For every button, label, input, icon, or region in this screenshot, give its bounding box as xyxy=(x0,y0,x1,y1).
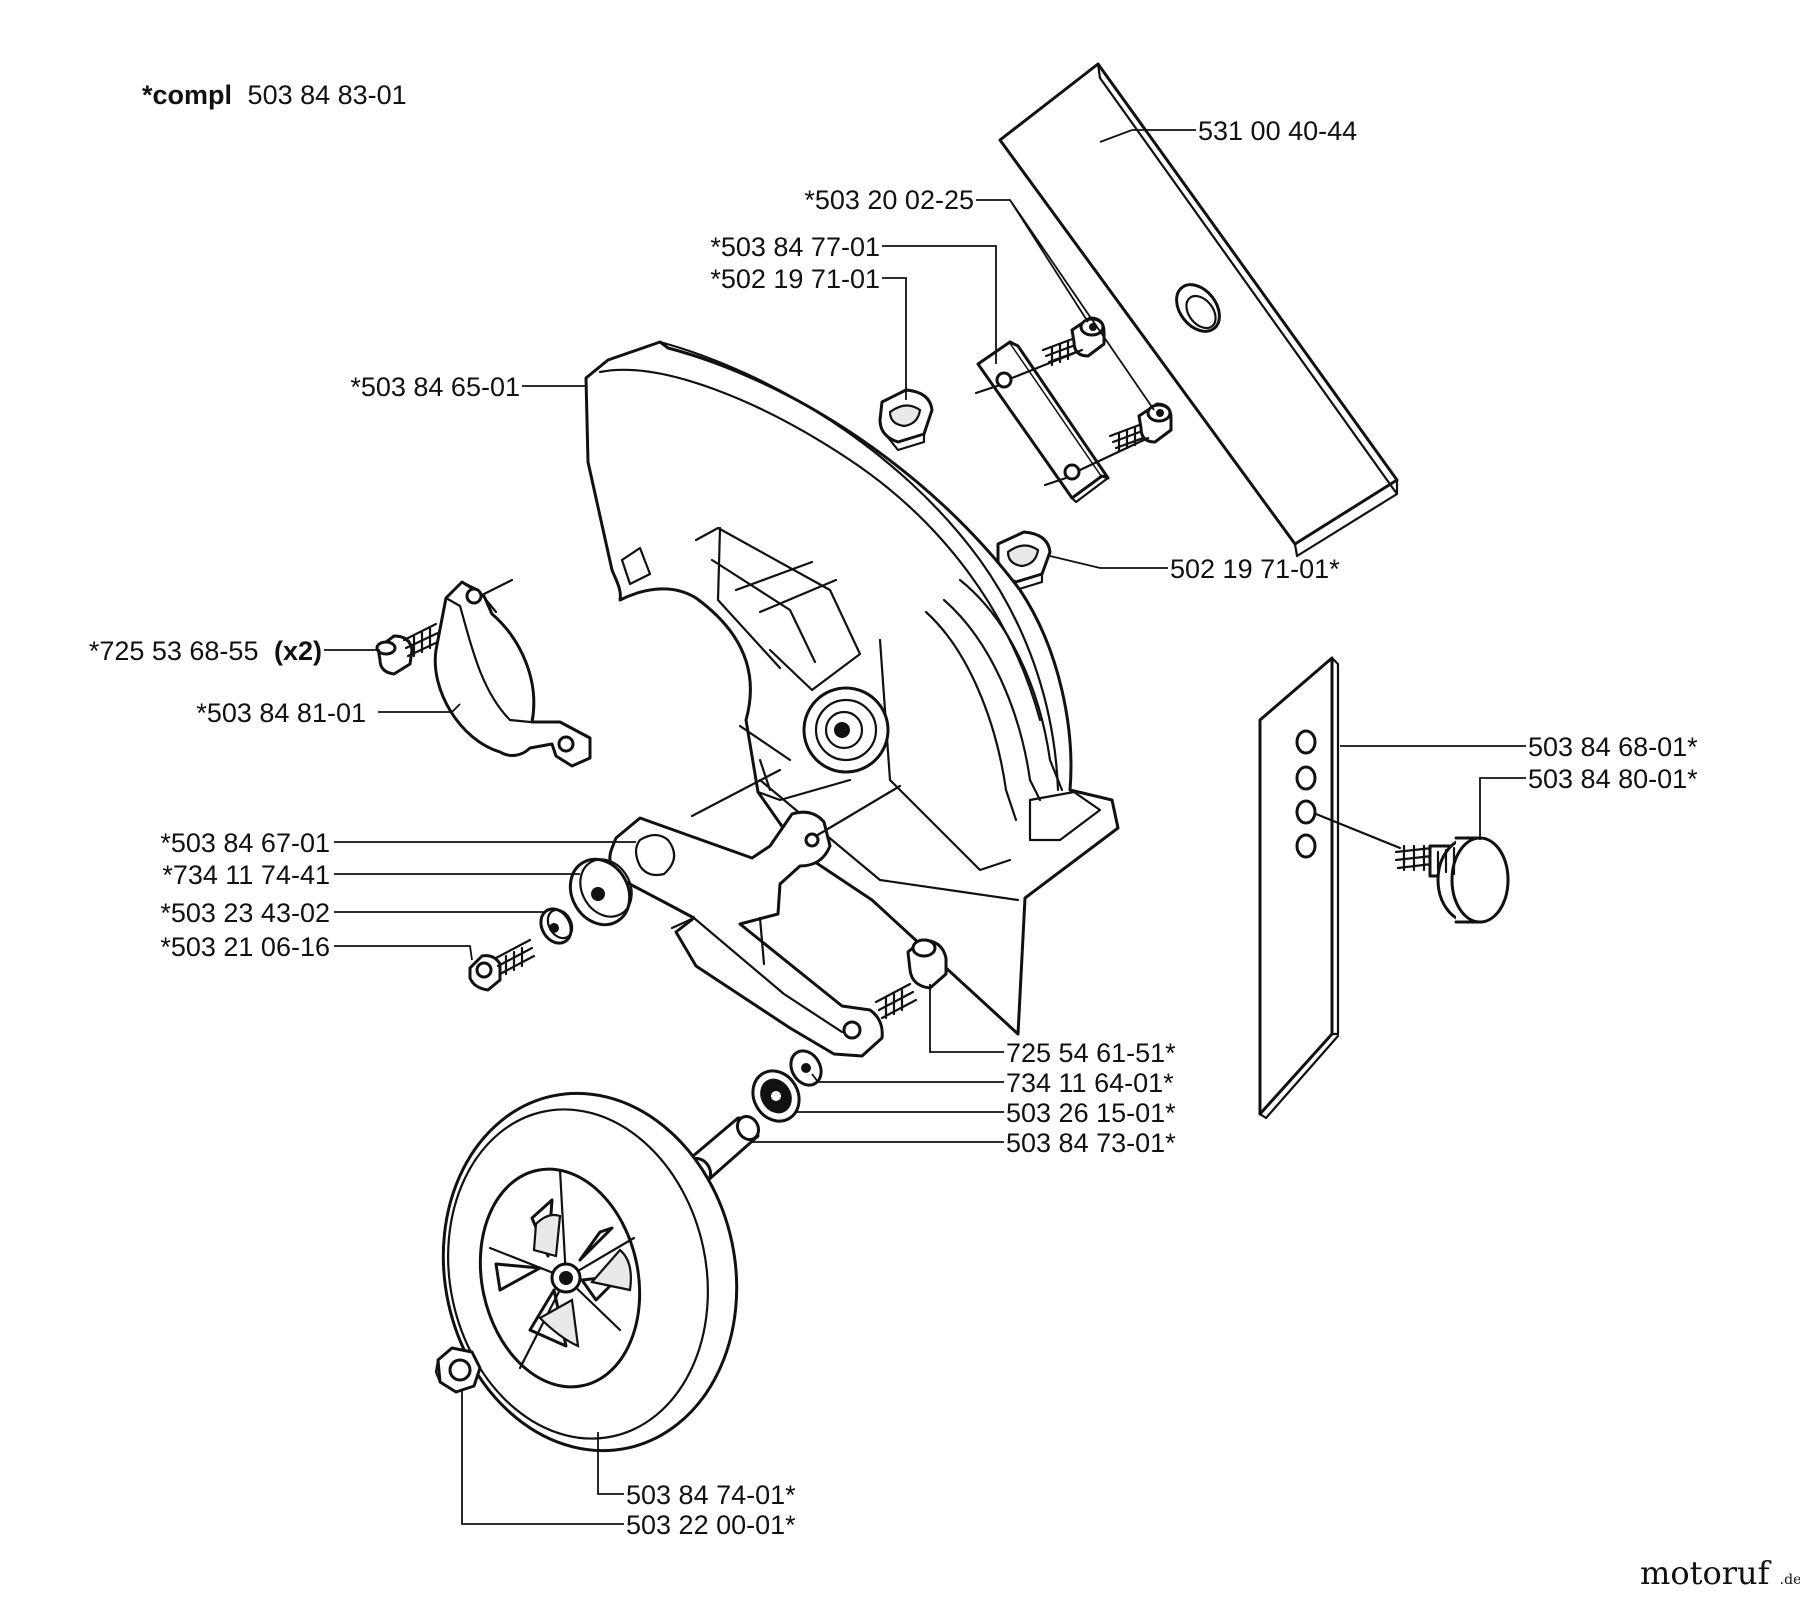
compl-label: *compl 503 84 83-01 xyxy=(142,80,407,110)
label-503-23-43-02: *503 23 43-02 xyxy=(160,898,330,928)
label-531-00-40-44: 531 00 40-44 xyxy=(1198,116,1357,146)
label-503-84-81-01: *503 84 81-01 xyxy=(196,698,366,728)
watermark-main: motoruf xyxy=(1640,1554,1772,1592)
screw-725-54-61-51 xyxy=(874,938,948,1020)
clamp-503-84-81-01 xyxy=(433,578,592,768)
label-503-21-06-16: *503 21 06-16 xyxy=(160,932,330,962)
screw-503-20-02-25-upper xyxy=(1041,316,1106,367)
guard-503-84-65-01 xyxy=(584,340,1120,1036)
compl-number: 503 84 83-01 xyxy=(248,80,407,110)
compl-prefix: *compl xyxy=(142,80,232,110)
screw-725-53-68-55 xyxy=(375,622,444,676)
washer-503-23-43-02 xyxy=(539,907,574,945)
label-503-84-67-01: *503 84 67-01 xyxy=(160,828,330,858)
wheel-503-84-74-01 xyxy=(441,1091,739,1453)
label-503-26-15-01: 503 26 15-01* xyxy=(1006,1098,1176,1128)
label-725-53-68-55-number: *725 53 68-55 xyxy=(89,636,259,666)
label-503-84-74-01: 503 84 74-01* xyxy=(626,1480,796,1510)
label-503-84-65-01: *503 84 65-01 xyxy=(350,372,520,402)
label-503-84-80-01: 503 84 80-01* xyxy=(1528,764,1698,794)
screw-503-20-02-25-lower xyxy=(1108,402,1173,453)
label-503-84-68-01: 503 84 68-01* xyxy=(1528,732,1698,762)
arm-503-84-67-01 xyxy=(608,768,902,1058)
leader-lines xyxy=(324,129,1526,1525)
watermark-suffix: .de xyxy=(1780,1572,1800,1588)
label-503-22-00-01: 503 22 00-01* xyxy=(626,1510,796,1540)
label-503-20-02-25: *503 20 02-25 xyxy=(804,185,974,215)
label-503-84-77-01: *503 84 77-01 xyxy=(710,232,880,262)
label-503-84-73-01: 503 84 73-01* xyxy=(1006,1128,1176,1158)
bearing-503-26-15-01 xyxy=(751,1069,801,1123)
nut-502-19-71-01-upper xyxy=(878,388,934,452)
label-502-19-71-01-lower: 502 19 71-01* xyxy=(1170,554,1340,584)
nut-503-22-00-01 xyxy=(434,1346,482,1394)
washer-734-11-74-41 xyxy=(568,857,633,927)
label-725-54-61-51: 725 54 61-51* xyxy=(1006,1038,1176,1068)
label-725-53-68-55: *725 53 68-55 (x2) xyxy=(89,636,322,666)
label-502-19-71-01-upper: *502 19 71-01 xyxy=(710,264,880,294)
bracket-503-84-68-01 xyxy=(1258,656,1402,1120)
screw-503-21-06-16 xyxy=(468,938,536,992)
label-725-53-68-55-qty: (x2) xyxy=(274,636,322,666)
label-734-11-74-41: *734 11 74-41 xyxy=(162,860,330,890)
knob-503-84-80-01 xyxy=(1394,836,1510,924)
plate-503-84-77-01 xyxy=(974,340,1150,504)
watermark-logo: motoruf .de xyxy=(1640,1554,1800,1592)
label-734-11-64-01: 734 11 64-01* xyxy=(1006,1068,1174,1098)
blade-part xyxy=(998,62,1399,558)
